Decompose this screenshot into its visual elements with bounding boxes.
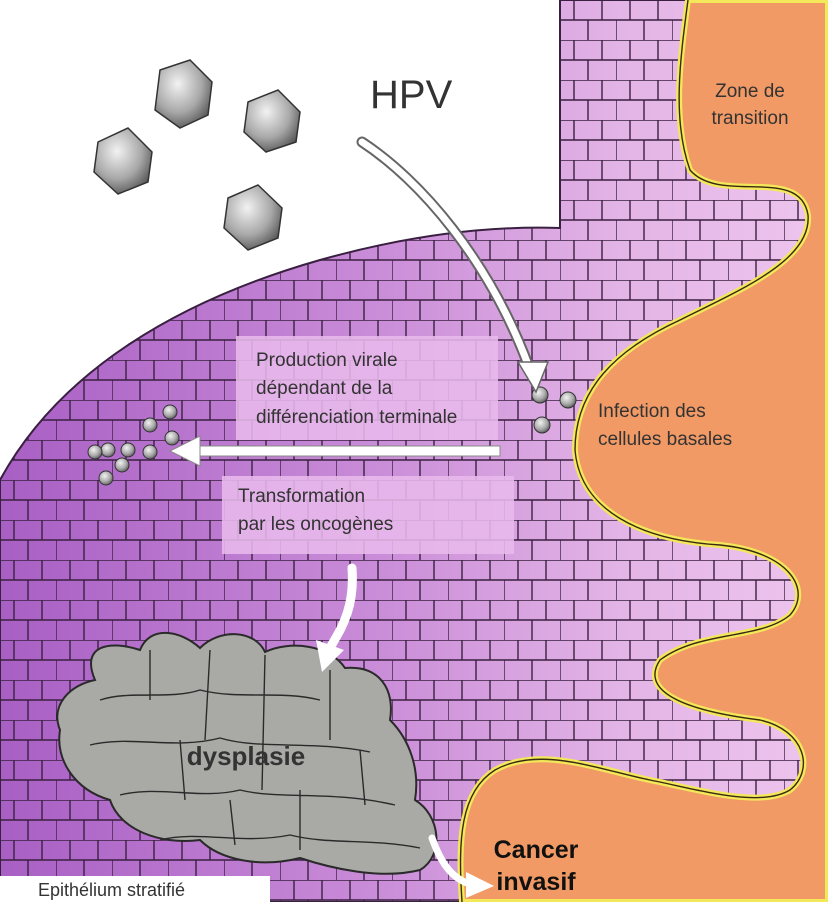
infection-label-line-2: cellules basales (598, 429, 732, 450)
production-label-line-2: dépendant de la (256, 378, 393, 399)
epithelium-label: Epithélium stratifié (38, 880, 185, 900)
zone-label-line-2: transition (711, 108, 788, 129)
hpv-title: HPV (370, 73, 453, 117)
zone-label-line-1: Zone de (715, 81, 785, 102)
production-label-line-1: Production virale (256, 350, 398, 371)
infection-label-line-1: Infection des (598, 401, 706, 422)
cancer-label-line-2: invasif (496, 868, 576, 896)
virus-particle-icon (94, 60, 300, 250)
dysplasia-label: dysplasie (187, 741, 306, 771)
cancer-label-line-1: Cancer (494, 836, 579, 864)
transformation-label-line-2: par les oncogènes (238, 514, 393, 535)
production-label-line-3: différenciation terminale (256, 407, 457, 428)
transformation-label-line-1: Transformation (238, 486, 365, 507)
